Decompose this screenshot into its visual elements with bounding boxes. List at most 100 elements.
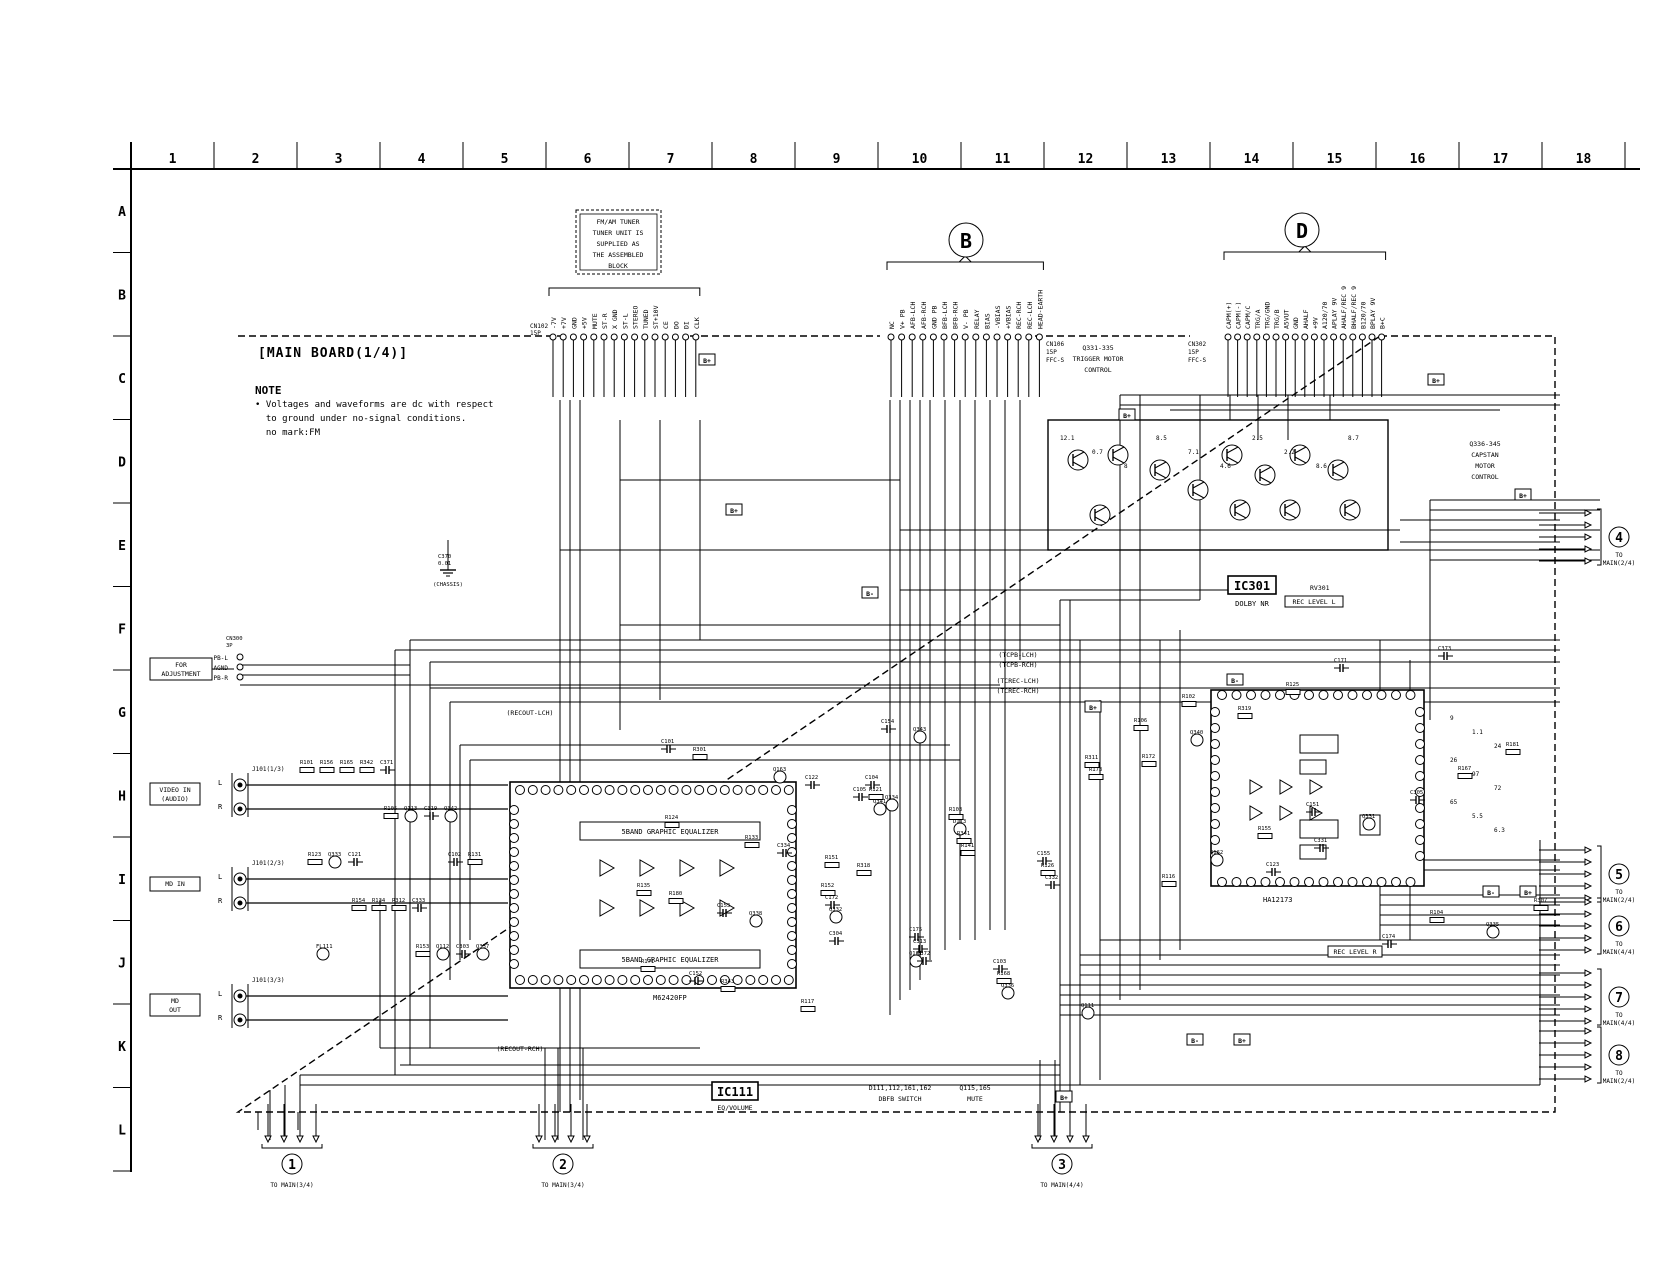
grid-column-label: 11 xyxy=(995,152,1011,167)
resistor xyxy=(1457,773,1473,779)
component-ref: C104 xyxy=(865,775,879,781)
resistor xyxy=(1429,917,1445,923)
ic111-pin xyxy=(681,785,692,795)
connector-ref: 15P xyxy=(1188,349,1199,356)
connector-pin xyxy=(972,333,980,341)
opamp xyxy=(1249,779,1263,795)
component-ref: C152 xyxy=(689,971,702,977)
voltage-reading: 6.3 xyxy=(1494,827,1505,834)
component-ref: R125 xyxy=(1286,682,1299,688)
component-ref: C103 xyxy=(993,959,1006,965)
arrow xyxy=(1584,882,1593,890)
connector-pin-label: CAPM/C xyxy=(1244,305,1252,329)
resistor xyxy=(668,898,684,904)
power-rail-label: B+ xyxy=(1060,1094,1068,1102)
power-rail-label: B+ xyxy=(1089,704,1097,712)
ic111-pin xyxy=(681,975,692,985)
power-rail-label: B+ xyxy=(1524,889,1532,897)
voltage-reading: 5.5 xyxy=(1472,813,1483,820)
component-ref: R156 xyxy=(320,760,333,766)
ic111-pin xyxy=(787,805,797,815)
signal-label: (TCREC-LCH) xyxy=(996,677,1039,685)
capstan-motor-label: CONTROL xyxy=(1471,473,1498,481)
grid-column-label: 1 xyxy=(169,152,177,167)
grid-row-label: A xyxy=(118,205,126,220)
connector-pin xyxy=(671,333,679,341)
arrow xyxy=(1584,1027,1593,1035)
ic111-pin xyxy=(707,975,717,985)
connector-pin-label: NC xyxy=(888,321,896,329)
connector-pin xyxy=(1358,333,1366,341)
wire xyxy=(1192,491,1205,499)
note-heading: NOTE xyxy=(255,384,282,397)
connector-destination: TO MAIN(3/4) xyxy=(270,1182,313,1189)
connector-pin xyxy=(559,333,567,341)
resistor xyxy=(339,767,355,773)
component-ref: C101 xyxy=(661,739,674,745)
ic111-pin xyxy=(509,833,519,843)
arrow xyxy=(1584,846,1593,854)
component-ref: R102 xyxy=(1182,694,1195,700)
connector-pin xyxy=(1301,333,1309,341)
grid-column-label: 6 xyxy=(584,152,592,167)
ic111-pin xyxy=(643,785,653,795)
connector-pin-label: BPLAY 9V xyxy=(1369,298,1377,329)
connector-pin xyxy=(610,333,618,341)
ic301-pin xyxy=(1415,835,1425,845)
transistor xyxy=(1187,479,1209,501)
connector-pin-label: A120/70 xyxy=(1321,302,1329,329)
jack-label: MD IN xyxy=(165,880,185,888)
component-ref: R181 xyxy=(1506,742,1519,748)
arrow xyxy=(551,1135,559,1144)
connector-pin xyxy=(1253,333,1261,341)
ic111-pin xyxy=(591,975,602,985)
jack-label-box xyxy=(149,782,201,806)
connector-pin xyxy=(940,333,948,341)
resistor xyxy=(640,966,656,972)
jack-center xyxy=(237,900,243,906)
grid-row-label: J xyxy=(118,956,126,971)
ic301-pin xyxy=(1415,723,1425,733)
voltage-reading: 24 xyxy=(1494,743,1502,750)
connector-number-circle xyxy=(1608,1044,1630,1066)
connector-pin-label: CAPM(-) xyxy=(1235,302,1243,329)
connector-number: 5 xyxy=(1615,868,1623,883)
rec-level-l-box xyxy=(1284,595,1344,608)
component-ref: C105 xyxy=(853,787,866,793)
ic301-part: HA12173 xyxy=(1263,896,1293,904)
ic111-pin xyxy=(787,945,797,955)
adjustment-pin xyxy=(236,653,244,661)
wire xyxy=(1294,446,1307,454)
component-ref: R101 xyxy=(300,760,313,766)
resistor xyxy=(1161,881,1177,887)
ic301-subtitle: DOLBY NR xyxy=(1235,600,1270,608)
power-rail-marker xyxy=(1514,488,1532,501)
connector-pin xyxy=(919,333,927,341)
signal-label: (TCPB-LCH) xyxy=(998,651,1037,659)
ic301-pin xyxy=(1246,690,1256,700)
arrow xyxy=(1034,1135,1042,1144)
resistor xyxy=(1088,774,1104,780)
component-ref: Q331 xyxy=(1362,814,1375,820)
connector-pin xyxy=(1368,333,1376,341)
resistor xyxy=(856,870,872,876)
connector-number-circle xyxy=(281,1153,303,1175)
resistor xyxy=(467,859,483,865)
output-connector: 3TO MAIN(4/4) xyxy=(1031,1104,1093,1189)
ic111-part: M62420FP xyxy=(653,994,687,1002)
connector-pin-label: APLAY 9V xyxy=(1331,298,1339,329)
ic111-pin xyxy=(527,975,538,985)
connector-pin xyxy=(1014,333,1022,341)
ic111-pin xyxy=(758,975,769,985)
ic111-pin xyxy=(509,889,519,899)
arrow xyxy=(1584,870,1593,878)
grid-frame xyxy=(113,142,1640,1172)
resistor xyxy=(956,838,972,844)
connector-pin-label: DI xyxy=(683,321,691,329)
connector-pin-label: BIAS xyxy=(983,313,991,329)
ic111-pin xyxy=(758,785,769,795)
voltage-reading: 8.5 xyxy=(1156,435,1167,442)
